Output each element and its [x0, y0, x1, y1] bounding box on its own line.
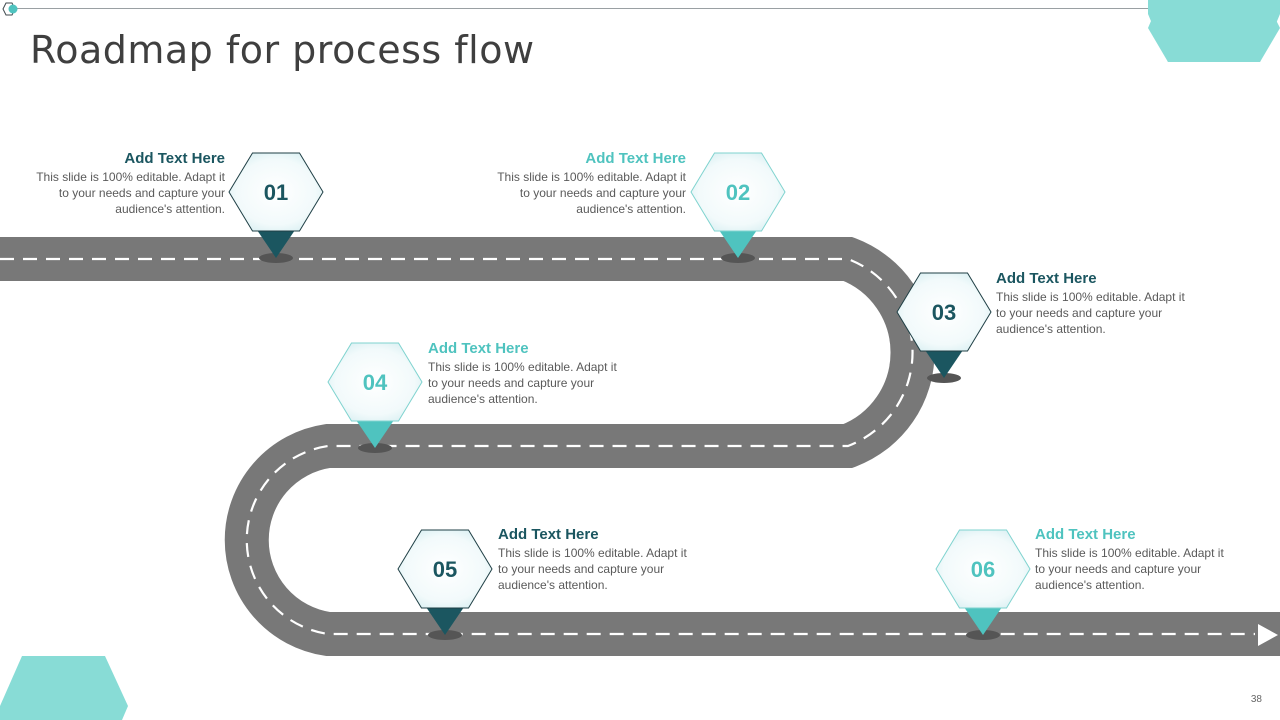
hexagon-badge [935, 529, 1031, 609]
step-marker-06: 06 [935, 529, 1031, 640]
step-body: This slide is 100% editable. Adapt it to… [996, 290, 1185, 336]
step-body: This slide is 100% editable. Adapt it to… [36, 170, 225, 216]
map-pin-icon [925, 350, 963, 378]
step-02-text: Add Text Here This slide is 100% editabl… [486, 150, 686, 217]
step-body: This slide is 100% editable. Adapt it to… [498, 546, 687, 592]
map-pin-icon [257, 230, 295, 258]
hexagon-badge [327, 342, 423, 422]
step-body: This slide is 100% editable. Adapt it to… [428, 360, 617, 406]
header-divider-line [14, 8, 1154, 9]
arrow-right-icon [1258, 624, 1278, 646]
corner-hexagon-bottom-left [0, 656, 128, 720]
hexagon-badge [896, 272, 992, 352]
hexagon-outline-icon [2, 2, 18, 16]
map-pin-icon [719, 230, 757, 258]
step-heading: Add Text Here [585, 150, 686, 167]
step-heading: Add Text Here [996, 270, 1097, 287]
step-marker-02: 02 [690, 152, 786, 263]
corner-hexagon-top-right [1148, 0, 1280, 62]
step-number: 03 [932, 300, 956, 325]
map-pin-icon [964, 607, 1002, 635]
hexagon-badge [397, 529, 493, 609]
step-number: 01 [264, 180, 288, 205]
step-marker-05: 05 [397, 529, 493, 640]
step-01-text: Add Text Here This slide is 100% editabl… [25, 150, 225, 217]
map-pin-icon [356, 420, 394, 448]
map-pin-icon [426, 607, 464, 635]
step-number: 06 [971, 557, 995, 582]
step-heading: Add Text Here [498, 526, 599, 543]
step-heading: Add Text Here [1035, 526, 1136, 543]
step-04-text: Add Text Here This slide is 100% editabl… [428, 340, 628, 407]
step-number: 05 [433, 557, 457, 582]
step-body: This slide is 100% editable. Adapt it to… [497, 170, 686, 216]
step-05-text: Add Text Here This slide is 100% editabl… [498, 526, 698, 593]
step-marker-01: 01 [228, 152, 324, 263]
step-body: This slide is 100% editable. Adapt it to… [1035, 546, 1224, 592]
step-06-text: Add Text Here This slide is 100% editabl… [1035, 526, 1235, 593]
hexagon-badge [228, 152, 324, 232]
step-number: 02 [726, 180, 750, 205]
step-marker-03: 03 [896, 272, 992, 383]
step-03-text: Add Text Here This slide is 100% editabl… [996, 270, 1196, 337]
slide-title: Roadmap for process flow [30, 28, 535, 72]
step-heading: Add Text Here [428, 340, 529, 357]
step-marker-04: 04 [327, 342, 423, 453]
step-number: 04 [363, 370, 388, 395]
page-number: 38 [1250, 694, 1262, 705]
hexagon-badge [690, 152, 786, 232]
step-heading: Add Text Here [124, 150, 225, 167]
